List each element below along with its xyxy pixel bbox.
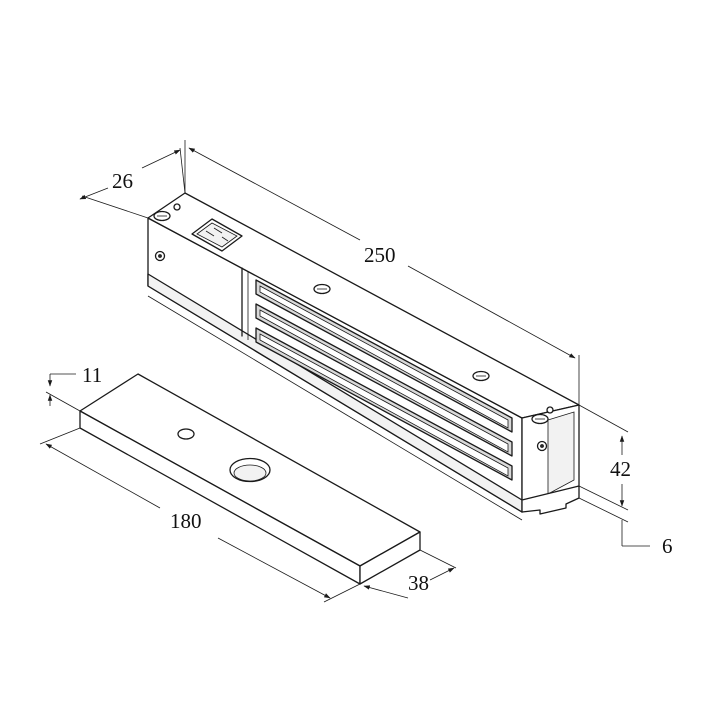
screw-icon [546,406,554,414]
terminal-block [191,218,243,252]
maglock-body [147,192,580,521]
screw-icon-group [153,203,554,452]
dim-label-plate-width: 38 [408,571,429,595]
screw-icon [154,250,166,262]
small-hole-icon [177,428,195,440]
dim-label-offset: 6 [662,534,673,558]
dimension-lines [39,140,650,603]
screw-icon [472,370,490,382]
lock-base-foot [521,485,580,515]
armature-plate [79,373,421,585]
dim-label-length: 250 [364,243,396,267]
screw-icon [153,210,171,222]
screw-icon [531,413,549,425]
dim-label-plate-length: 180 [170,509,202,533]
center-hole-icon [229,457,271,483]
dim-label-height: 42 [610,457,631,481]
dim-label-depth: 26 [112,169,133,193]
lock-end-recess [547,411,575,495]
screw-icon [173,203,181,211]
screw-icon [536,440,548,452]
screw-icon [313,283,331,295]
dim-label-plate-thickness: 11 [82,363,102,387]
magnet-core-slots [255,279,513,481]
